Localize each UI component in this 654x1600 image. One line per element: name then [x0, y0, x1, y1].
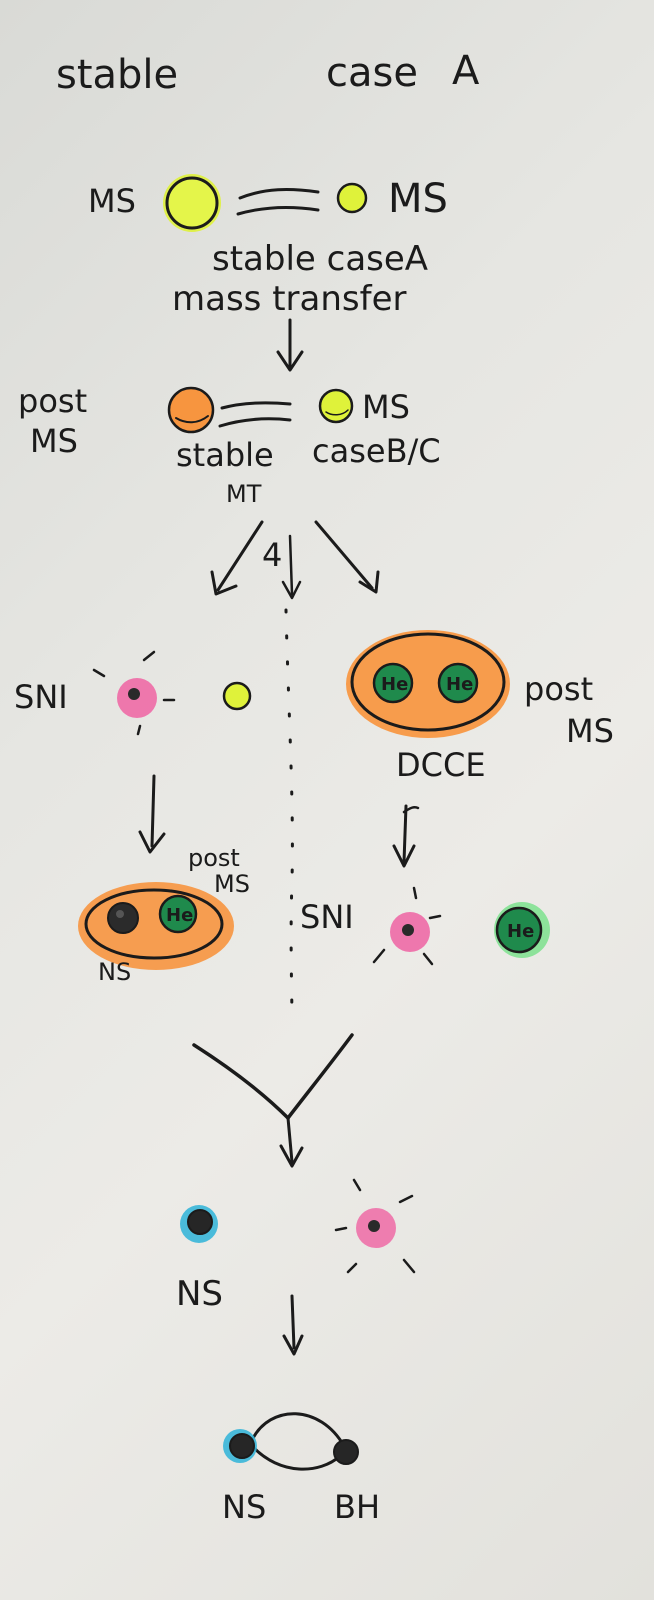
- dotted-divider: [284, 608, 294, 1027]
- title-case-letter: A: [452, 48, 480, 94]
- arrow-branch-right: [314, 520, 380, 594]
- stage1-caption-line1: stable caseA: [212, 239, 428, 279]
- title-case: case: [326, 50, 418, 96]
- ns-label-envelope: NS: [98, 958, 131, 986]
- merge-arrow: [192, 1033, 354, 1168]
- post-ms-label-line2: MS: [30, 422, 78, 460]
- he-label-left: He: [166, 905, 193, 926]
- arrow-branch-left: [210, 520, 264, 596]
- neutron-star-1: [180, 1205, 218, 1243]
- post-ms-right-label-line1: post: [524, 670, 593, 708]
- supernova-final: [334, 1178, 416, 1274]
- stable-mt-caption-line2: MT: [226, 480, 262, 508]
- black-hole: [333, 1439, 359, 1465]
- supernova-right: [372, 886, 442, 966]
- he-label-dcce-2: He: [446, 674, 473, 695]
- he-label-dcce-1: He: [381, 674, 408, 695]
- arrow-branch-middle: [281, 534, 302, 600]
- stage1-caption-line2: mass transfer: [172, 279, 406, 319]
- dcce-label: DCCE: [396, 746, 486, 784]
- supernova-left: [92, 650, 176, 736]
- he-star-right: He: [494, 902, 550, 958]
- stable-mt-caption-line1: stable: [176, 436, 274, 474]
- ms-star-small: [336, 182, 368, 214]
- ms-left-label: MS: [88, 182, 136, 220]
- ns-bh-binary: [250, 1412, 346, 1471]
- roche-lobe-overflow-mark: [236, 188, 320, 216]
- ms-companion-left-branch: [222, 681, 252, 711]
- middle-mark: 4: [262, 536, 282, 574]
- he-label-right: He: [507, 921, 534, 942]
- sn-right-label: SNI: [300, 898, 354, 936]
- bh-label: BH: [334, 1488, 380, 1526]
- ns-label-final-1: NS: [176, 1274, 223, 1314]
- dcce-envelope: [346, 630, 510, 738]
- ns-label-final-2: NS: [222, 1488, 266, 1526]
- he-star-dcce-1: He: [372, 662, 414, 704]
- stable-mt-mark: [218, 401, 292, 428]
- ms-companion-star: [318, 388, 354, 424]
- ms-right-label: MS: [388, 176, 448, 222]
- case-bc-caption: caseB/C: [312, 432, 441, 470]
- he-star-dcce-2: He: [437, 662, 479, 704]
- post-ms-star: [167, 386, 215, 434]
- sn-left-label: SNI: [14, 678, 68, 716]
- ms-companion-label: MS: [362, 388, 410, 426]
- he-star-in-envelope: He: [158, 894, 198, 934]
- post-ms-binary-label-line1: post: [188, 844, 240, 872]
- arrow-down-left: [138, 774, 166, 854]
- title-stable: stable: [56, 52, 178, 98]
- ms-star-large: [163, 174, 221, 232]
- arrow-down-1: [276, 318, 304, 372]
- ns-he-common-envelope: [78, 882, 234, 970]
- post-ms-label-line1: post: [18, 382, 87, 420]
- post-ms-right-label-line2: MS: [566, 712, 614, 750]
- arrow-down-final: [282, 1294, 304, 1356]
- ns-in-envelope: [107, 902, 139, 934]
- post-ms-binary-label-line2: MS: [214, 870, 250, 898]
- arrow-down-right: [392, 804, 420, 868]
- neutron-star-2: [223, 1429, 257, 1463]
